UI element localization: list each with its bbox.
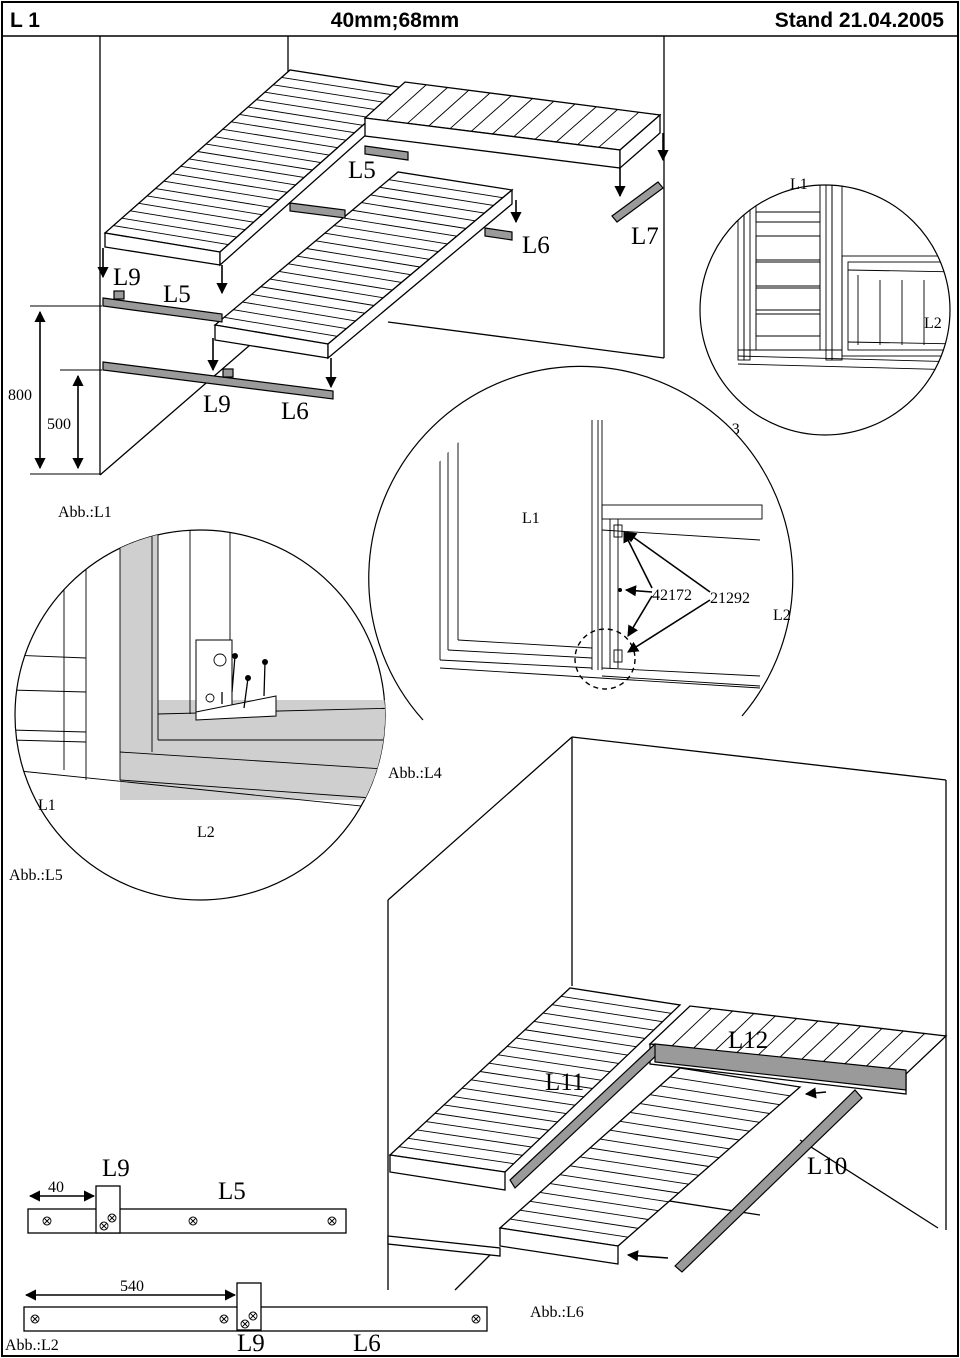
part-label-l12: L12 xyxy=(728,1027,768,1054)
label-l2: L2 xyxy=(924,315,942,332)
part-label-l5: L5 xyxy=(218,1178,246,1205)
caption-abb-l6: Abb.:L6 xyxy=(530,1304,584,1321)
part-label-l9: L9 xyxy=(203,391,231,418)
caption-abb-l4: Abb.:L4 xyxy=(388,765,442,782)
figure-abb-l2: 40 L9 L5 540 L9 L6 Abb.:L2 xyxy=(5,1155,488,1357)
part-label-l10: L10 xyxy=(807,1153,847,1180)
dimension-40: 40 xyxy=(48,1179,64,1196)
label-l1: L1 xyxy=(790,176,808,193)
screw-icon xyxy=(30,1311,481,1329)
screw-icon xyxy=(42,1213,337,1231)
dimension-500: 500 xyxy=(47,416,71,433)
part-label-l5: L5 xyxy=(348,157,376,184)
figure-abb-l5: L1 L2 Abb.:L5 xyxy=(9,529,386,901)
caption-abb-l5: Abb.:L5 xyxy=(9,867,63,884)
part-label-l5: L5 xyxy=(163,281,191,308)
part-label-l11: L11 xyxy=(545,1069,584,1096)
dimension-800: 800 xyxy=(8,387,32,404)
sheet-id: L 1 xyxy=(10,9,40,32)
sheet-date: Stand 21.04.2005 xyxy=(775,9,945,32)
dimension-540: 540 xyxy=(120,1278,144,1295)
part-label-l9: L9 xyxy=(102,1155,130,1182)
part-label-l6: L6 xyxy=(353,1330,381,1357)
part-label-l7: L7 xyxy=(631,223,659,250)
part-number-42172: 42172 xyxy=(652,587,692,604)
label-l2: L2 xyxy=(773,607,791,624)
part-label-l6: L6 xyxy=(522,232,550,259)
part-number-21292: 21292 xyxy=(710,590,750,607)
label-l2: L2 xyxy=(197,824,215,841)
part-label-l6: L6 xyxy=(281,398,309,425)
caption-abb-l2: Abb.:L2 xyxy=(5,1337,59,1354)
label-l1: L1 xyxy=(38,797,56,814)
part-label-l9: L9 xyxy=(113,264,141,291)
figure-abb-l4: L1 L2 42172 21292 Abb.:L4 xyxy=(368,365,794,782)
part-label-l9: L9 xyxy=(237,1330,265,1357)
figure-abb-l3: L1 L2 Abb.:L3 xyxy=(686,176,951,438)
figure-abb-l6: L12 L11 L10 Abb.:L6 xyxy=(387,736,948,1321)
sheet-thickness: 40mm;68mm xyxy=(331,9,459,32)
caption-abb-l1: Abb.:L1 xyxy=(58,504,112,521)
label-l1: L1 xyxy=(522,510,540,527)
figure-abb-l1: L5 L5 L6 L6 L7 L9 L9 800 500 Abb.:L1 xyxy=(8,36,669,521)
